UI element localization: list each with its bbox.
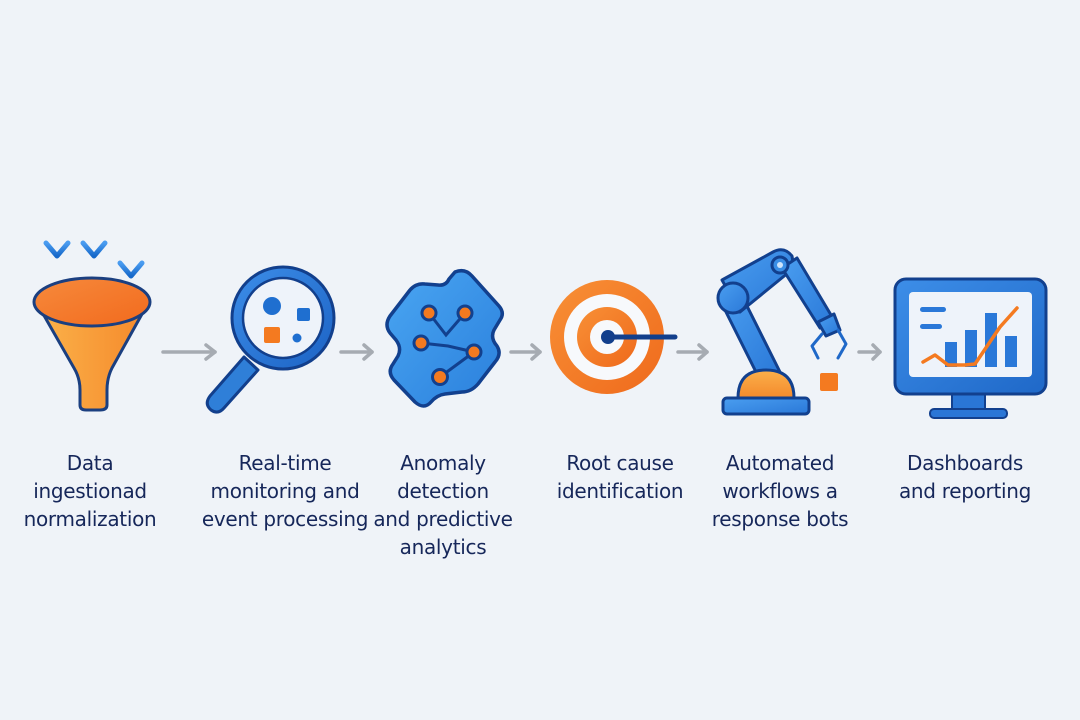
step-real-time-monitoring [195, 250, 345, 420]
arrow-right-icon [509, 343, 542, 361]
step-label-automated-workflows: Automated workflows a response bots [711, 451, 849, 531]
arrow-right-icon [857, 343, 882, 361]
step-label-data-ingestion: Data ingestionad normalization [23, 451, 157, 531]
funnel-icon [32, 181, 152, 412]
step-anomaly-detection [380, 262, 510, 422]
magnifier-icon [205, 265, 336, 414]
connector-arrow-5 [856, 342, 886, 366]
arrow-right-icon [161, 343, 217, 361]
step-root-cause [545, 270, 695, 420]
target-icon [550, 280, 678, 394]
connector-arrow-1 [160, 342, 220, 366]
step-label-real-time-monitoring: Real-time monitoring and event processin… [201, 451, 369, 531]
step-dashboards [885, 270, 1055, 425]
connector-arrow-2 [338, 342, 378, 366]
step-data-ingestion [0, 170, 200, 420]
connector-arrow-3 [508, 342, 548, 366]
connector-arrow-4 [675, 342, 715, 366]
step-label-dashboards: Dashboards and reporting [898, 451, 1032, 503]
robot-arm-icon [716, 248, 848, 416]
dashboard-monitor-icon [893, 277, 1048, 419]
arrow-right-icon [339, 343, 374, 361]
step-label-root-cause: Root cause identification [556, 451, 684, 503]
neural-network-icon [385, 268, 504, 408]
step-automated-workflows [705, 240, 855, 425]
arrow-right-icon [676, 343, 709, 361]
step-label-anomaly-detection: Anomaly detection and predictive analyti… [373, 451, 513, 559]
